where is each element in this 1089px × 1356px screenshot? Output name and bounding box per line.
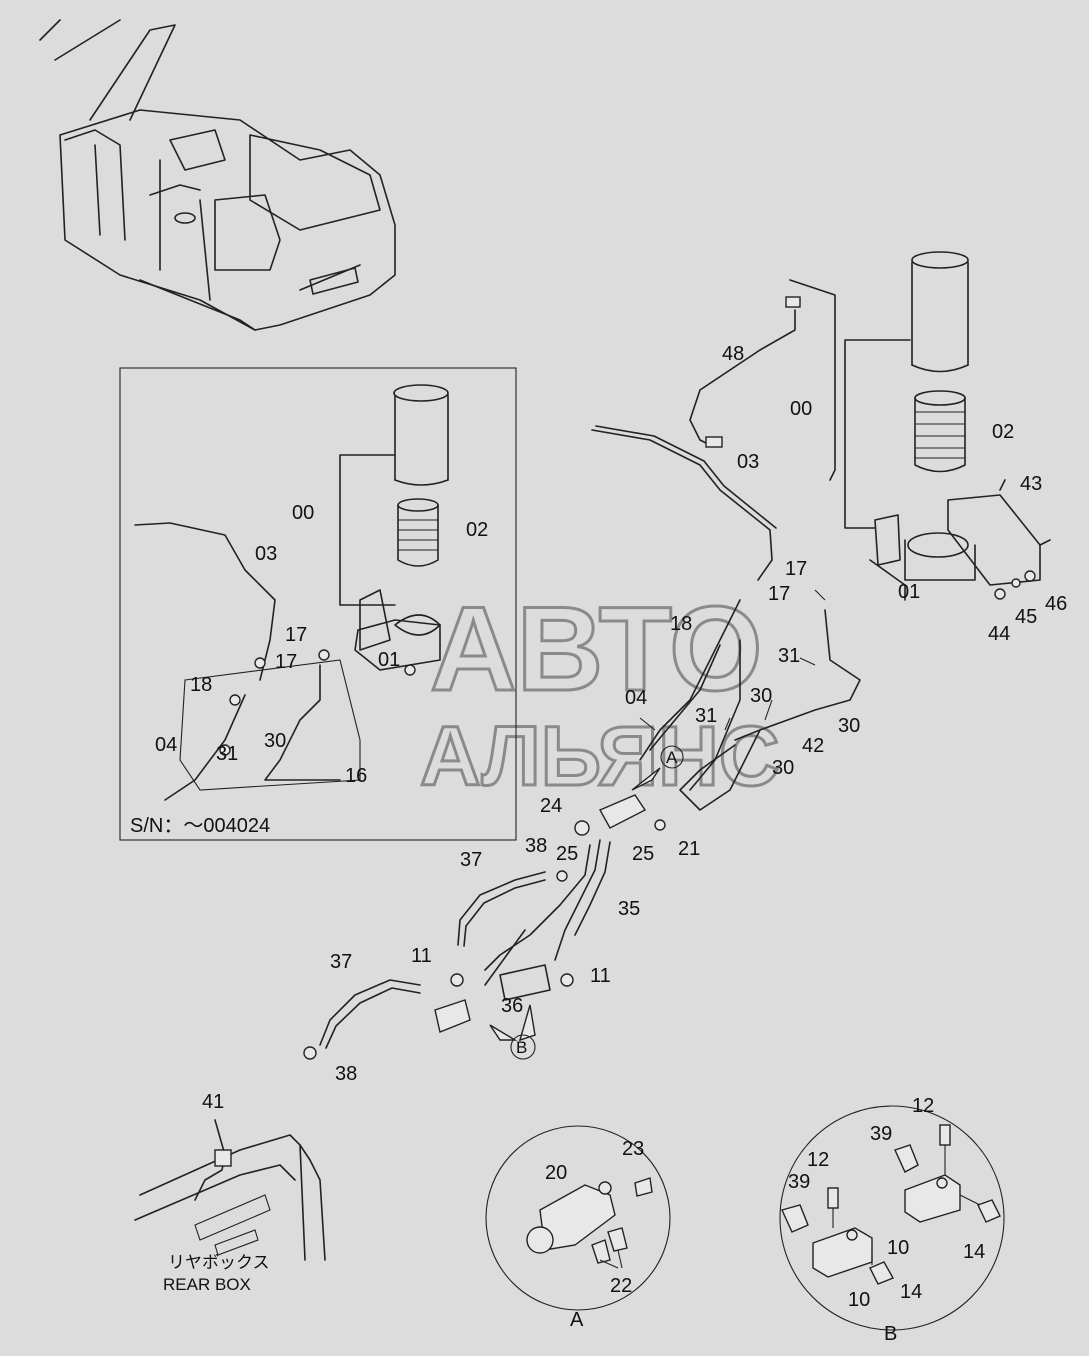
- part-label: 02: [992, 421, 1014, 443]
- part-label: 31: [778, 645, 800, 667]
- part-label: 31: [695, 705, 717, 727]
- part-label: 35: [618, 898, 640, 920]
- rear-box-jp: リヤボックス: [168, 1253, 270, 1272]
- part-label: 24: [540, 795, 562, 817]
- part-label: 14: [900, 1281, 922, 1303]
- part-label: 16: [345, 765, 367, 787]
- part-label: 22: [610, 1275, 632, 1297]
- part-label: 11: [411, 945, 432, 967]
- part-label: 30: [838, 715, 860, 737]
- part-label: 17: [785, 558, 807, 580]
- watermark-line1: АВТО: [430, 582, 762, 716]
- part-label: 48: [722, 343, 744, 365]
- main-assembly: [303, 251, 1051, 1060]
- part-label: 03: [255, 543, 277, 565]
- part-label: 21: [678, 838, 700, 860]
- part-label: 31: [216, 743, 238, 765]
- part-label: 42: [802, 735, 824, 757]
- detail-a-caption: A: [570, 1309, 584, 1331]
- part-label: 38: [335, 1063, 357, 1085]
- part-label: 02: [466, 519, 488, 541]
- detail-a-marker: A: [666, 748, 678, 767]
- part-label: 17: [285, 624, 307, 646]
- part-label: 17: [275, 651, 297, 673]
- watermark-line2: АЛЬЯНС: [420, 709, 780, 803]
- part-label: 30: [772, 757, 794, 779]
- part-label: 18: [190, 674, 212, 696]
- part-label: 30: [264, 730, 286, 752]
- part-label: 46: [1045, 593, 1067, 615]
- excavator-overview: [39, 19, 396, 331]
- part-label: 17: [768, 583, 790, 605]
- part-label: 44: [988, 623, 1010, 645]
- part-label: 12: [807, 1149, 829, 1171]
- part-label: 37: [460, 849, 482, 871]
- part-label: 39: [788, 1171, 810, 1193]
- watermark: АВТО АЛЬЯНС: [419, 581, 782, 805]
- part-label: 20: [545, 1162, 567, 1184]
- part-label: 45: [1015, 606, 1037, 628]
- part-label: 43: [1020, 473, 1042, 495]
- rear-box-view: [134, 1119, 326, 1261]
- part-label: 23: [622, 1138, 644, 1160]
- part-labels: 48 00 02 03 43 17 17 01 44 45 46 18 31 3…: [155, 343, 1067, 1311]
- part-label: 01: [898, 581, 920, 603]
- part-label: 10: [848, 1289, 870, 1311]
- early-serial-inset: [119, 367, 517, 841]
- part-label: 11: [590, 965, 611, 987]
- detail-b-caption: B: [884, 1323, 897, 1345]
- detail-a-view: [485, 1125, 671, 1311]
- part-label: 03: [737, 451, 759, 473]
- detail-b-marker: B: [516, 1038, 527, 1057]
- part-label: 18: [670, 613, 692, 635]
- part-label: 36: [501, 995, 523, 1017]
- part-label: 04: [625, 687, 647, 709]
- part-label: 41: [202, 1091, 224, 1113]
- part-label: 37: [330, 951, 352, 973]
- part-label: 14: [963, 1241, 985, 1263]
- part-label: 12: [912, 1095, 934, 1117]
- part-label: 38: [525, 835, 547, 857]
- part-label: 30: [750, 685, 772, 707]
- part-label: 01: [378, 649, 400, 671]
- part-label: 39: [870, 1123, 892, 1145]
- part-label: 00: [790, 398, 812, 420]
- detail-b-view: [779, 1105, 1005, 1331]
- part-label: 00: [292, 502, 314, 524]
- rear-box-en: REAR BOX: [163, 1275, 251, 1294]
- part-label: 04: [155, 734, 177, 756]
- serial-note: S/N：～004024: [130, 815, 270, 837]
- part-label: 10: [887, 1237, 909, 1259]
- part-label: 25: [632, 843, 654, 865]
- part-label: 25: [556, 843, 578, 865]
